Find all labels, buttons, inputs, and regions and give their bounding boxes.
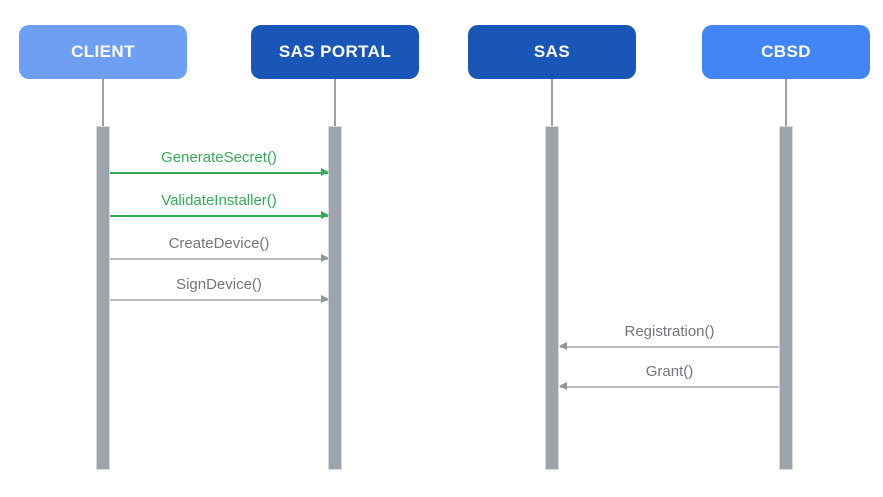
arrowhead-right-icon (321, 294, 329, 303)
message-label: GenerateSecret() (161, 149, 277, 166)
activation-bar-sas-portal (328, 126, 342, 470)
actor-label-sas-portal: SAS PORTAL (278, 42, 392, 61)
lifeline-cbsd (785, 79, 787, 126)
message-label: SignDevice() (176, 276, 262, 293)
message-label: Registration() (624, 323, 715, 340)
arrow-line (110, 253, 329, 262)
arrow-line (559, 381, 779, 390)
message-label: Grant() (645, 363, 694, 380)
activation-bar-client (96, 126, 110, 470)
arrow-line (110, 167, 329, 176)
lifeline-client (102, 79, 104, 126)
message-label: ValidateInstaller() (161, 192, 277, 209)
actor-box-sas: SAS (468, 25, 636, 79)
arrowhead-left-icon (559, 341, 567, 350)
arrowhead-right-icon (321, 210, 329, 219)
arrow-line (110, 210, 329, 219)
arrow-line (110, 294, 329, 303)
activation-bar-cbsd (779, 126, 793, 470)
actor-box-cbsd: CBSD (702, 25, 870, 79)
lifeline-sas (551, 79, 553, 126)
actor-box-sas-portal: SAS PORTAL (251, 25, 419, 79)
arrow-line (559, 341, 779, 350)
activation-bar-sas (545, 126, 559, 470)
arrowhead-left-icon (559, 381, 567, 390)
lifeline-sas-portal (334, 79, 336, 126)
arrowhead-right-icon (321, 253, 329, 262)
actor-label-sas: SAS (533, 42, 571, 61)
actor-label-client: CLIENT (71, 42, 135, 61)
actor-label-cbsd: CBSD (761, 42, 811, 61)
actor-box-client: CLIENT (19, 25, 187, 79)
message-label: CreateDevice() (168, 235, 270, 252)
arrowhead-right-icon (321, 167, 329, 176)
